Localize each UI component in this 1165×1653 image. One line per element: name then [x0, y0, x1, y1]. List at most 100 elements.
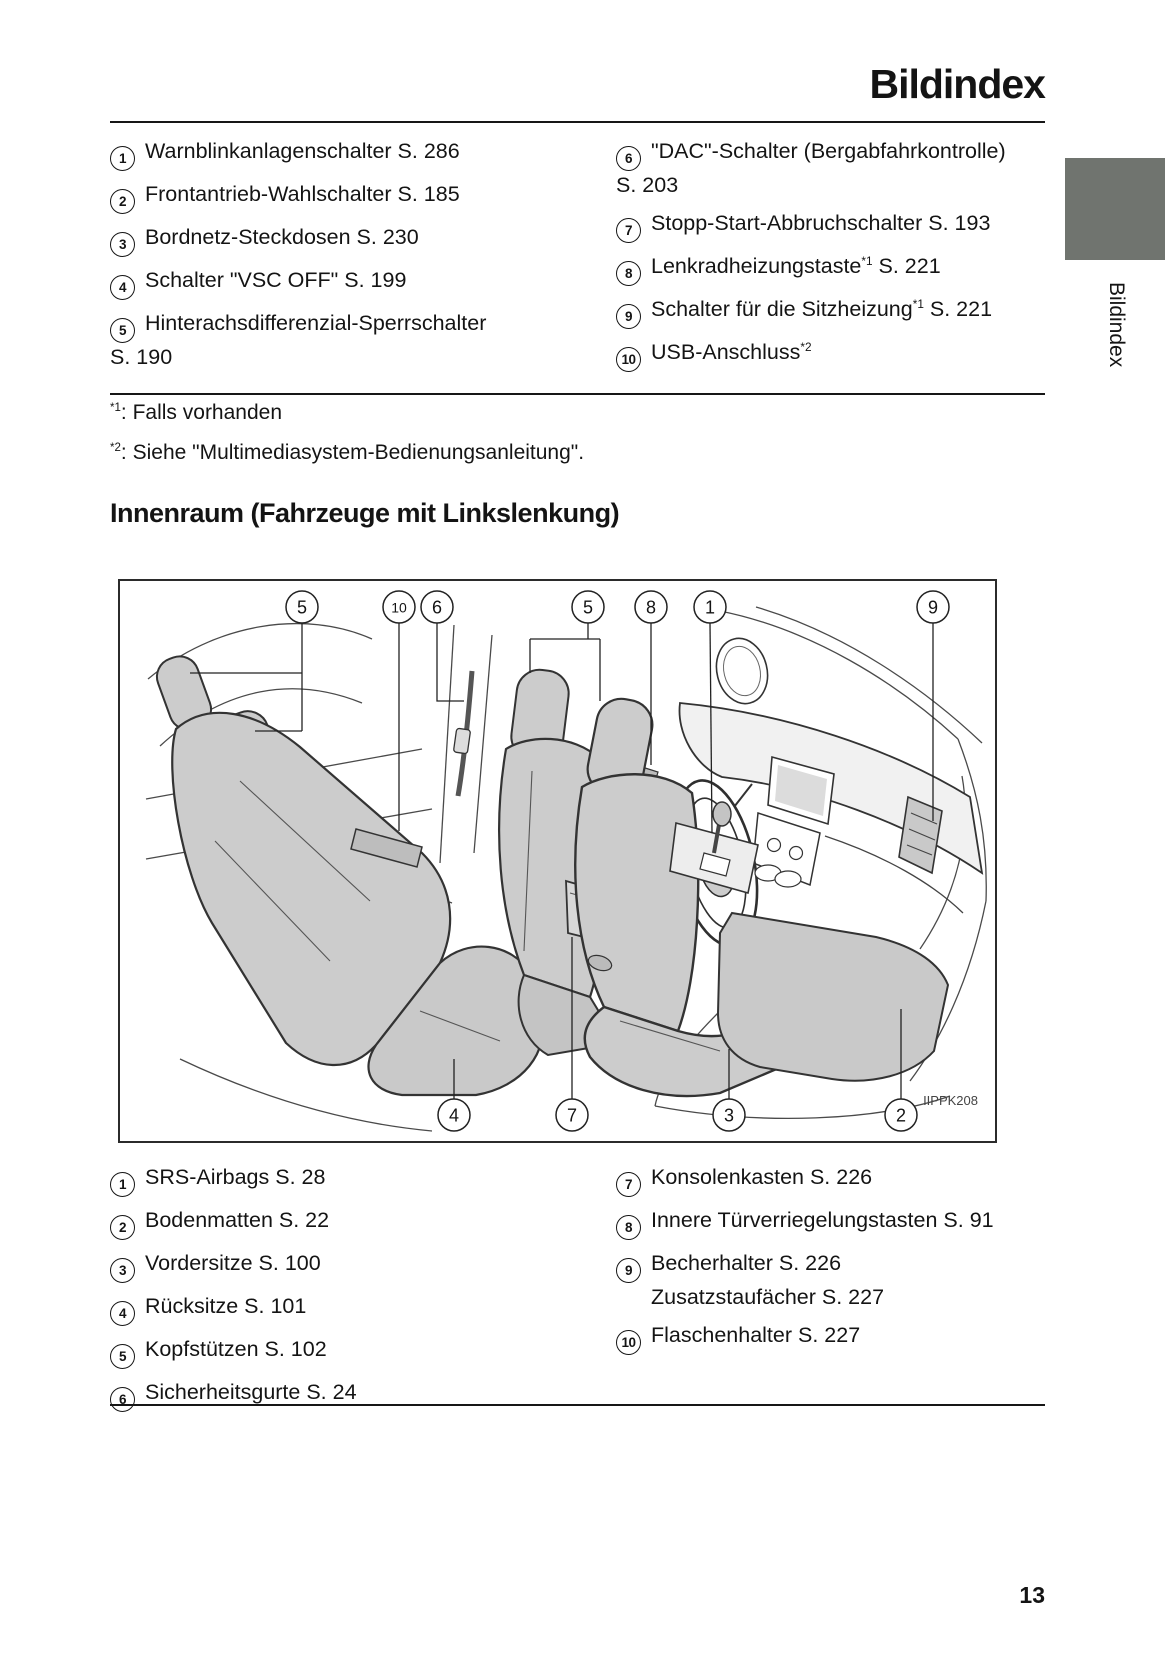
- gear-shifter-illustration: [669, 801, 802, 895]
- item-number-badge: 7: [616, 1172, 641, 1197]
- bottle-holder-illustration: [350, 828, 423, 868]
- item-number-badge: 7: [616, 218, 641, 243]
- callout-leader-lines: [190, 622, 934, 1099]
- list-item: 5 Hinterachsdifferenzial-Sperrschalter S. …: [110, 309, 616, 372]
- item-text: USB-Anschluss: [651, 340, 801, 364]
- item-text: Kopfstützen S. 102: [145, 1337, 327, 1361]
- item-text: Hinterachsdifferenzial-Sperrschalter: [145, 311, 487, 335]
- footnote-marker: *2: [110, 442, 121, 454]
- list-item: 8 Lenkradheizungstaste*1 S. 221: [616, 252, 1045, 286]
- item-number-badge: 9: [616, 304, 641, 329]
- item-text-continued: S. 190: [110, 345, 173, 369]
- callout-number: 5: [297, 598, 307, 618]
- diagram-callouts-bottom: 4 7 3 2: [437, 1098, 918, 1132]
- item-text: SRS-Airbags S. 28: [145, 1165, 326, 1189]
- item-text: Rücksitze S. 101: [145, 1294, 307, 1318]
- item-text: Frontantrieb-Wahlschalter S. 185: [145, 182, 460, 206]
- interior-diagram: 5 10 6 5 8 1 9 4 7 3 2 IIPPK208: [118, 579, 997, 1143]
- list-item: 1 SRS-Airbags S. 28: [110, 1163, 616, 1197]
- mirror-illustration: [715, 637, 769, 705]
- item-number-badge: 5: [110, 1344, 135, 1369]
- divider-mid: [110, 393, 1045, 395]
- section-heading: Innenraum (Fahrzeuge mit Linkslenkung): [110, 498, 620, 529]
- item-number-badge: 8: [616, 261, 641, 286]
- item-number-badge: 10: [616, 1330, 641, 1355]
- item-text-continued: Zusatzstaufächer S. 227: [651, 1285, 885, 1309]
- item-text: Lenkradheizungstaste: [651, 254, 862, 278]
- item-text: Schalter "VSC OFF" S. 199: [145, 268, 407, 292]
- item-text: Bordnetz-Steckdosen S. 230: [145, 225, 419, 249]
- item-text: "DAC"-Schalter (Bergabfahrkontrolle): [651, 139, 1006, 163]
- list-item: 7 Stopp-Start-Abbruchschalter S. 193: [616, 209, 1045, 243]
- list-item: 4 Schalter "VSC OFF" S. 199: [110, 266, 616, 300]
- callout-number: 3: [724, 1106, 734, 1126]
- list-item: 1 Warnblinkanlagenschalter S. 286: [110, 137, 616, 171]
- footnote-marker: *1: [912, 296, 924, 311]
- side-vent-illustration: [898, 795, 943, 875]
- item-number-badge: 1: [110, 1172, 135, 1197]
- list-item: 6 Sicherheitsgurte S. 24: [110, 1378, 616, 1412]
- list-item: 5 Kopfstützen S. 102: [110, 1335, 616, 1369]
- section-tab-label: Bildindex: [1105, 282, 1128, 368]
- footnote: *2: Siehe "Multimediasystem-Bedienungsan…: [110, 441, 1045, 465]
- divider-top: [110, 121, 1045, 123]
- callout-number: 5: [583, 598, 593, 618]
- callout-number: 6: [432, 598, 442, 618]
- footnote-marker: *2: [800, 339, 812, 354]
- item-text: Innere Türverriegelungstasten S. 91: [651, 1208, 994, 1232]
- footnote: *1: Falls vorhanden: [110, 401, 1045, 425]
- item-number-badge: 4: [110, 275, 135, 300]
- list-item: 3 Bordnetz-Steckdosen S. 230: [110, 223, 616, 257]
- item-number-badge: 6: [110, 1387, 135, 1412]
- item-text: Sicherheitsgurte S. 24: [145, 1380, 357, 1404]
- item-number-badge: 10: [616, 347, 641, 372]
- item-number-badge: 5: [110, 318, 135, 343]
- item-text: Flaschenhalter S. 227: [651, 1323, 861, 1347]
- front-driver-seat-illustration: [574, 697, 791, 1098]
- item-number-badge: 3: [110, 232, 135, 257]
- page-title: Bildindex: [869, 61, 1046, 108]
- callout-number: 2: [896, 1106, 906, 1126]
- bottom-legend-right-column: 7 Konsolenkasten S. 226 8 Innere Türverrie…: [616, 1163, 1045, 1421]
- item-text: S. 221: [923, 297, 993, 321]
- callout-number: 4: [449, 1106, 459, 1126]
- list-item: 10 USB-Anschluss*2: [616, 338, 1045, 372]
- diagram-callouts-top: 5 10 6 5 8 1 9: [285, 590, 950, 624]
- item-number-badge: 2: [110, 189, 135, 214]
- item-number-badge: 4: [110, 1301, 135, 1326]
- divider-bottom: [110, 1404, 1045, 1406]
- callout-number: 8: [646, 598, 656, 618]
- top-legend-left-column: 1 Warnblinkanlagenschalter S. 286 2 Fronta…: [110, 137, 616, 381]
- item-text: Konsolenkasten S. 226: [651, 1165, 873, 1189]
- item-number-badge: 3: [110, 1258, 135, 1283]
- item-text: Warnblinkanlagenschalter S. 286: [145, 139, 460, 163]
- rear-seat-illustration: [155, 655, 545, 1097]
- list-item: 7 Konsolenkasten S. 226: [616, 1163, 1045, 1197]
- cup-holder-illustration: [774, 870, 802, 888]
- item-number-badge: 6: [616, 146, 641, 171]
- item-number-badge: 9: [616, 1258, 641, 1283]
- top-legend-list: 1 Warnblinkanlagenschalter S. 286 2 Fronta…: [110, 137, 1045, 381]
- list-item: 4 Rücksitze S. 101: [110, 1292, 616, 1326]
- item-text: Stopp-Start-Abbruchschalter S. 193: [651, 211, 991, 235]
- footnote-marker: *1: [110, 402, 121, 414]
- item-number-badge: 2: [110, 1215, 135, 1240]
- callout-number: 10: [391, 600, 407, 616]
- seatbelt-illustration: [453, 670, 475, 797]
- item-number-badge: 1: [110, 146, 135, 171]
- item-text-continued: S. 203: [616, 173, 679, 197]
- page-number: 13: [1019, 1582, 1045, 1608]
- footnote-marker: *1: [861, 253, 873, 268]
- callout-number: 1: [705, 598, 715, 618]
- footnote-text: : Siehe "Multimediasystem-Bedienungsanle…: [120, 441, 585, 464]
- item-text: S. 221: [872, 254, 941, 278]
- callout-number: 9: [928, 598, 938, 618]
- item-number-badge: 8: [616, 1215, 641, 1240]
- list-item: 8 Innere Türverriegelungstasten S. 91: [616, 1206, 1045, 1240]
